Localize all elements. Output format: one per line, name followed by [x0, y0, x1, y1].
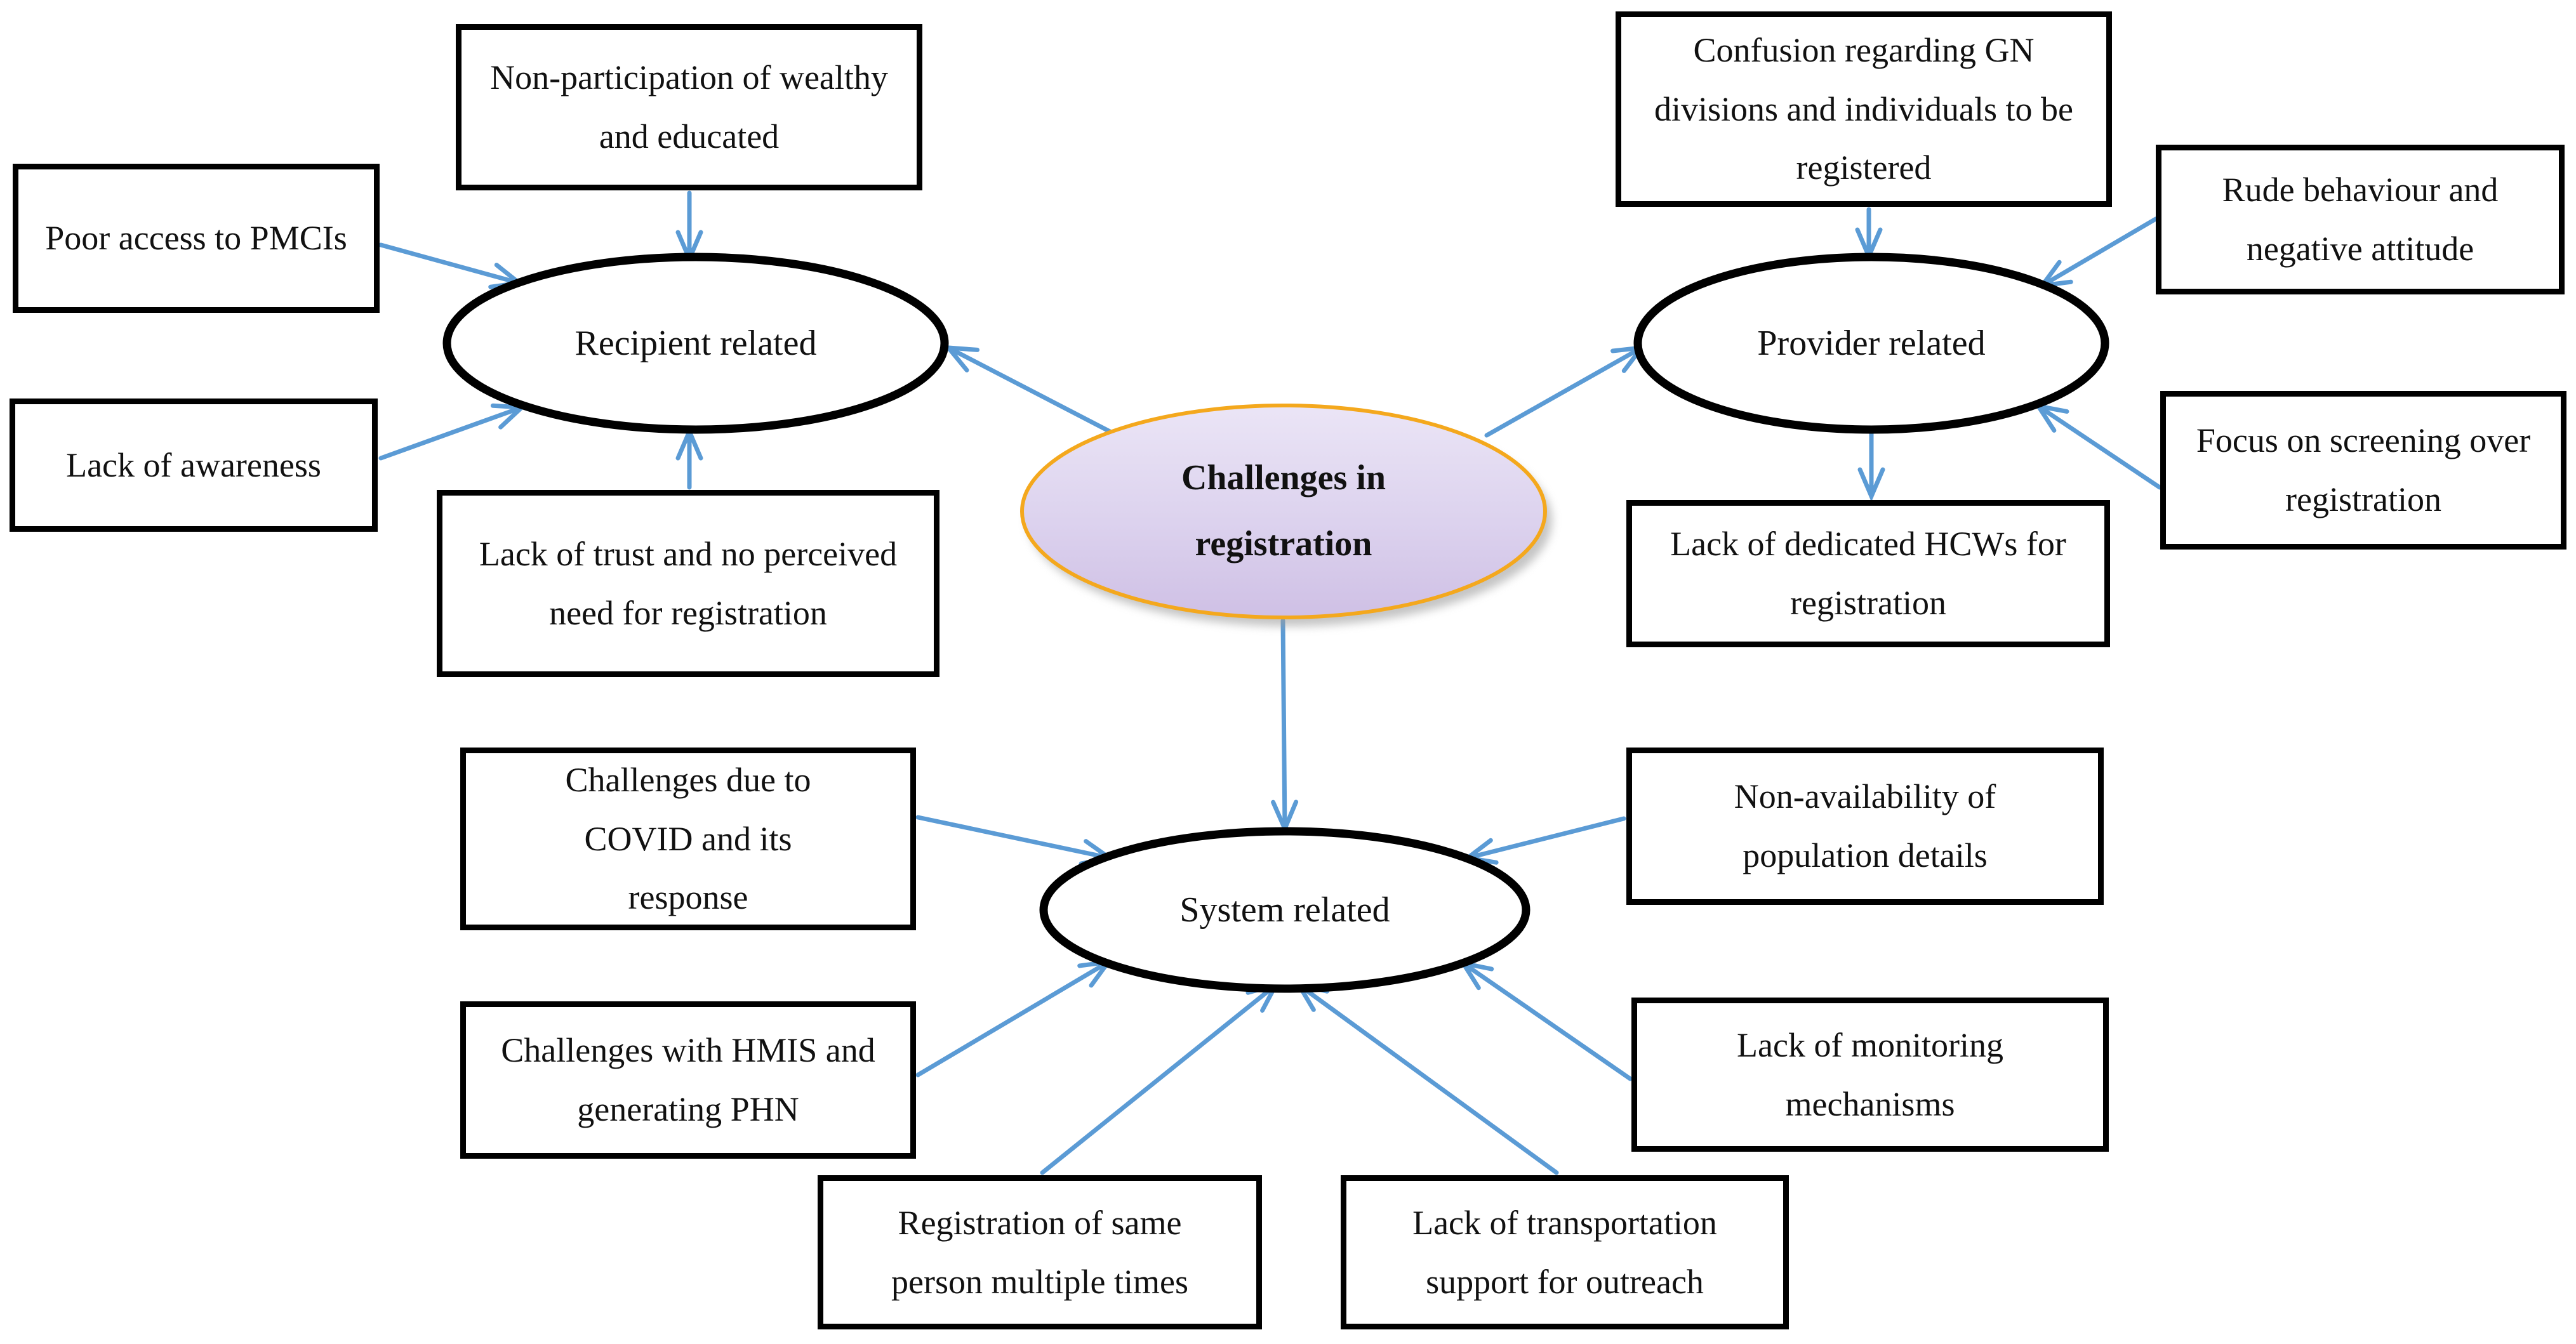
provider-ellipse [1633, 253, 2109, 434]
box-non-participation: Non-participation of wealthy and educate… [456, 24, 922, 190]
box-same-person: Registration of same person multiple tim… [818, 1175, 1262, 1329]
arrow-center-to-system [1271, 618, 1299, 834]
arrow-sameperson-to-system [1040, 981, 1280, 1175]
center-ellipse [1020, 404, 1547, 619]
box-rude-behaviour: Rude behaviour and negative attitude [2156, 145, 2565, 294]
arrow-focusscreening-to-provider [2033, 403, 2162, 490]
arrow-group [378, 190, 2162, 1175]
arrow-covid-to-system [915, 815, 1115, 866]
arrow-lackawareness-to-recipient [378, 403, 528, 461]
arrow-hmis-to-system [915, 959, 1113, 1077]
arrow-transport-to-system [1294, 981, 1559, 1175]
arrow-center-to-recipient [943, 345, 1120, 438]
box-confusion-gn: Confusion regarding GN divisions and ind… [1616, 11, 2112, 207]
arrow-monitoring-to-system [1458, 959, 1633, 1081]
box-covid: Challenges due to COVID and its response [460, 748, 916, 930]
box-monitoring: Lack of monitoring mechanisms [1631, 998, 2109, 1152]
box-non-availability: Non-availability of population details [1626, 748, 2104, 905]
box-poor-access: Poor access to PMCIs [13, 164, 380, 313]
box-focus-screening: Focus on screening over registration [2160, 391, 2566, 550]
box-lack-awareness: Lack of awareness [10, 399, 378, 532]
system-ellipse [1039, 827, 1530, 993]
box-lack-hcws: Lack of dedicated HCWs for registration [1626, 500, 2110, 647]
box-hmis-phn: Challenges with HMIS and generating PHN [460, 1001, 916, 1159]
arrow-pooraccess-to-recipient [378, 242, 525, 289]
box-lack-trust: Lack of trust and no perceived need for … [437, 490, 939, 677]
box-transport: Lack of transportation support for outre… [1341, 1175, 1789, 1329]
arrow-nonavailability-to-system [1462, 816, 1626, 865]
arrow-rudebehaviour-to-provider [2037, 216, 2158, 289]
arrow-center-to-provider [1484, 345, 1647, 438]
recipient-ellipse [442, 253, 949, 434]
